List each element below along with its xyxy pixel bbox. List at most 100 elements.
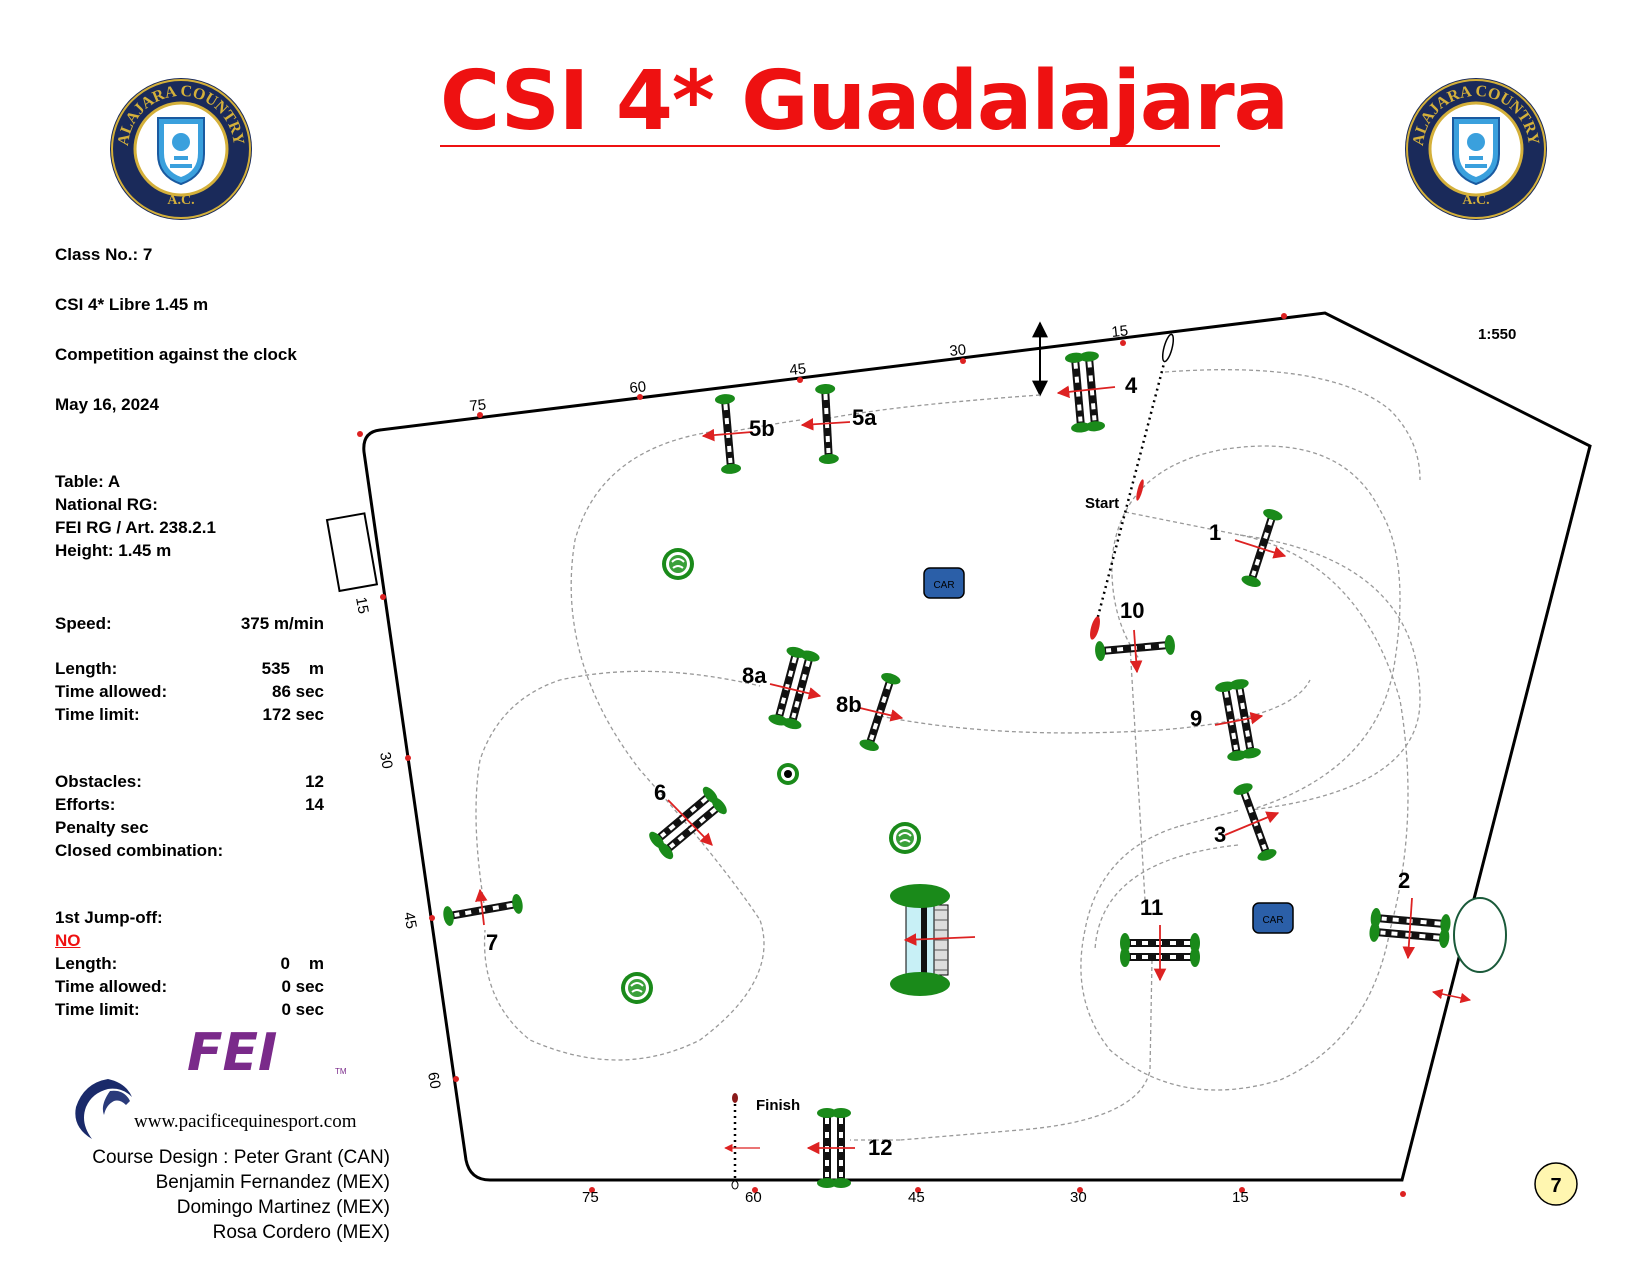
left-distance-mark: 60 — [424, 1071, 444, 1090]
obstacle-number: 10 — [1120, 598, 1144, 623]
fei-logo: FEI TM — [187, 1023, 347, 1082]
obstacle-number: 5b — [749, 416, 775, 441]
left-distance-mark: 45 — [400, 911, 420, 930]
bottom-distance-mark: 75 — [582, 1189, 599, 1206]
jumpoff-time-limit-label: Time limit: — [55, 1000, 140, 1019]
page-badge-number: 7 — [1550, 1175, 1561, 1197]
course-track — [475, 369, 1421, 1141]
obstacle-1: 1 — [1209, 506, 1287, 590]
boundary-markers — [357, 313, 1406, 1197]
obstacle-number: 11 — [1140, 895, 1163, 920]
entrance-gate — [1453, 897, 1507, 973]
start-line: Start — [1085, 333, 1175, 640]
car-box: CAR — [1252, 902, 1294, 934]
title-underline — [440, 145, 1220, 147]
left-distance-mark: 30 — [376, 751, 396, 770]
top-distance-mark: 60 — [629, 378, 647, 397]
class-no: Class No.: 7 — [55, 245, 153, 264]
top-distance-mark: 45 — [789, 360, 807, 379]
credit-line: Benjamin Fernandez (MEX) — [155, 1172, 390, 1193]
judge-box — [325, 512, 379, 593]
obstacle-2: 2 — [1369, 868, 1452, 960]
national-rg: National RG: — [55, 495, 158, 514]
table-info: Table: A — [55, 472, 121, 491]
page-badge: 7 — [1534, 1162, 1578, 1206]
obstacle-7: 7 — [441, 888, 525, 955]
fei-logo-text: FEI — [187, 1023, 277, 1082]
obstacle-number: 8a — [742, 663, 767, 688]
penalty-label: Penalty sec — [55, 818, 149, 837]
time-limit-label: Time limit: — [55, 705, 140, 724]
closed-combination-label: Closed combination: — [55, 841, 224, 860]
obstacle-3: 3 — [1214, 780, 1280, 864]
jumpoff-status: NO — [55, 931, 81, 950]
length-label: Length: — [55, 659, 118, 678]
obstacle-number: 8b — [836, 692, 862, 717]
credit-line: Rosa Cordero (MEX) — [212, 1222, 390, 1243]
jumpoff-label: 1st Jump-off: — [55, 908, 163, 927]
jumpoff-length-value: 0 m — [280, 954, 324, 973]
obstacle-number: 4 — [1125, 373, 1138, 398]
obstacles-value: 12 — [305, 772, 324, 791]
event-date: May 16, 2024 — [55, 395, 159, 414]
obstacle-9: 9 — [1190, 678, 1264, 763]
jumpoff-time-allowed-label: Time allowed: — [55, 977, 168, 996]
club-logo-right: GUADALAJARA COUNTRY CLUB A.C. — [1403, 76, 1547, 220]
bottom-distance-mark: 30 — [1070, 1189, 1087, 1206]
horse-logo — [75, 1079, 132, 1139]
start-label: Start — [1085, 495, 1119, 512]
club-logo-left: GUADALAJARA COUNTRY CLUB A.C. — [108, 76, 252, 220]
obstacle-11: 11 — [1120, 895, 1200, 982]
top-distance-mark: 30 — [949, 341, 967, 360]
obstacle-number: 3 — [1214, 822, 1226, 847]
top-distance-mark: 15 — [1111, 322, 1129, 341]
website-url[interactable]: www.pacificequinesport.com — [134, 1111, 357, 1132]
credit-line: Domingo Martinez (MEX) — [176, 1197, 390, 1218]
obstacle-number: 6 — [654, 780, 666, 805]
water-obstacle — [890, 884, 976, 996]
obstacle-8a: 8a — [742, 645, 822, 731]
finish-line: Finish — [731, 1093, 800, 1190]
credits: Course Design : Peter Grant (CAN) Benjam… — [60, 1145, 390, 1245]
car-label: CAR — [1262, 915, 1283, 926]
obstacles-label: Obstacles: — [55, 772, 142, 791]
obstacle-10: 10 — [1094, 598, 1176, 674]
tree-icon — [661, 547, 695, 581]
fei-rg: FEI RG / Art. 238.2.1 — [55, 518, 216, 537]
scale-label: 1:550 — [1478, 326, 1517, 343]
efforts-value: 14 — [305, 795, 324, 814]
obstacle-12: 12 — [724, 1108, 892, 1188]
car-label: CAR — [933, 580, 954, 591]
finish-label: Finish — [756, 1097, 800, 1114]
time-allowed-value: 86 sec — [272, 682, 324, 701]
obstacle-number: 12 — [868, 1135, 892, 1160]
top-distance-mark: 75 — [469, 396, 487, 415]
obstacle-6: 6 — [646, 780, 729, 862]
left-distance-mark: 15 — [352, 596, 372, 615]
jumpoff-length-label: Length: — [55, 954, 118, 973]
bottom-distance-mark: 45 — [908, 1189, 925, 1206]
svg-text:TM: TM — [335, 1067, 347, 1076]
bottom-distance-mark: 15 — [1232, 1189, 1249, 1206]
car-box: CAR — [923, 567, 965, 599]
bottom-distance-mark: 60 — [745, 1189, 762, 1206]
jumpoff-time-limit-value: 0 sec — [281, 1000, 324, 1019]
club-abbr-right: A.C. — [1462, 193, 1489, 208]
club-abbr: A.C. — [167, 193, 194, 208]
obstacle-number: 5a — [852, 405, 877, 430]
flower-marker-icon — [777, 763, 799, 785]
speed-label: Speed: — [55, 614, 112, 633]
competition-type: Competition against the clock — [55, 345, 297, 364]
obstacle-number: 1 — [1209, 520, 1221, 545]
speed-value: 375 m/min — [240, 614, 324, 633]
obstacle-number: 7 — [486, 930, 498, 955]
obstacle-4: 4 — [1056, 351, 1138, 434]
credit-line: Course Design : Peter Grant (CAN) — [92, 1147, 390, 1168]
obstacle-5a: 5a — [800, 383, 877, 465]
obstacle-8b: 8b — [836, 670, 904, 754]
jumpoff-time-allowed-value: 0 sec — [281, 977, 324, 996]
tree-icon — [888, 821, 922, 855]
obstacle-number: 2 — [1398, 868, 1410, 893]
efforts-label: Efforts: — [55, 795, 116, 814]
